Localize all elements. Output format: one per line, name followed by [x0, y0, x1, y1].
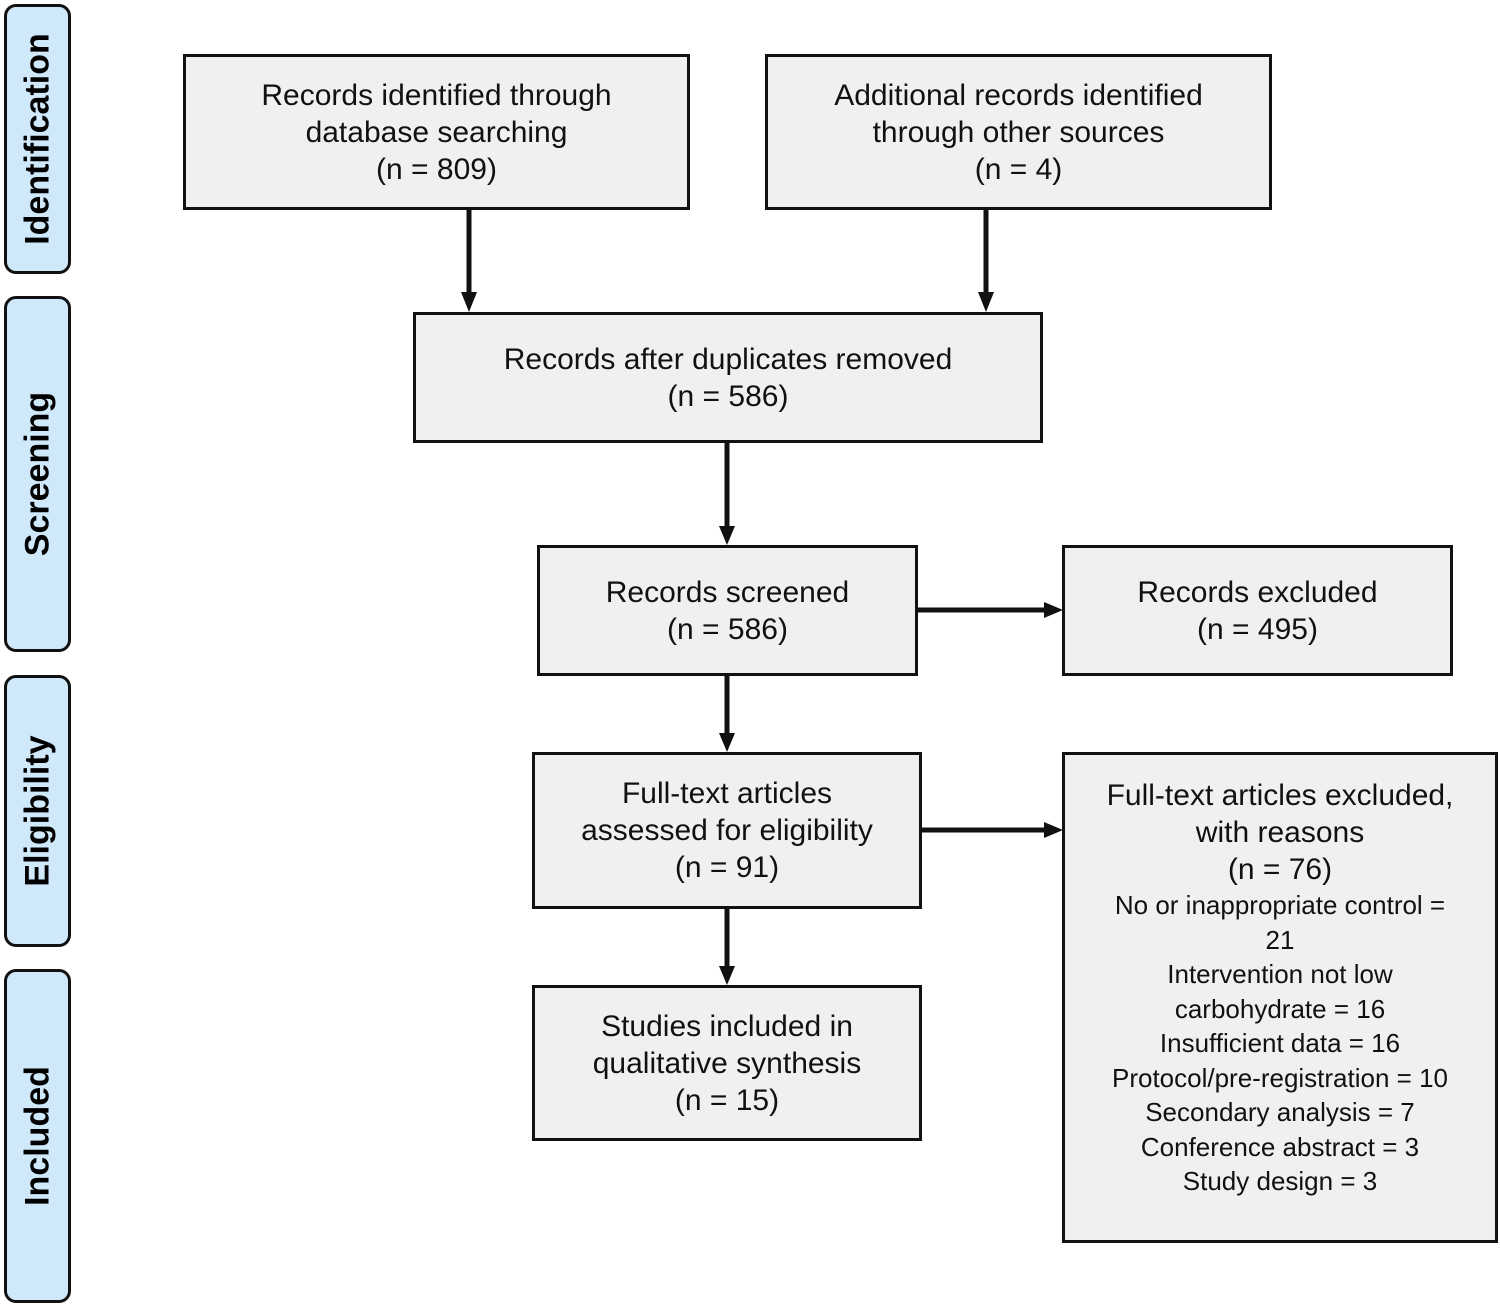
box-text-line: Records after duplicates removed [503, 342, 953, 376]
box-text-line: (n = 586) [667, 379, 789, 413]
exclusion-reason: 21 [1265, 924, 1295, 955]
phase-screening: Screening [4, 296, 71, 652]
box-text-line: (n = 76) [1227, 853, 1333, 886]
box-text-line: (n = 4) [974, 152, 1063, 186]
fulltext-excluded-box: Full-text articles excluded, with reason… [1062, 752, 1498, 1243]
box-text-line: assessed for eligibility [581, 814, 873, 847]
arrowhead [719, 733, 735, 752]
database-records-box: Records identified through database sear… [183, 54, 690, 210]
box-text-line: Records screened [605, 575, 850, 609]
box-text-line: Records identified through [261, 78, 612, 112]
box-text-line: Full-text articles excluded, [1106, 779, 1454, 812]
exclusion-reason: Protocol/pre-registration = 10 [1111, 1062, 1448, 1093]
arrowhead [461, 292, 477, 312]
other-sources-box: Additional records identified through ot… [765, 54, 1272, 210]
records-excluded-box: Records excluded (n = 495) [1062, 545, 1453, 676]
box-text-line: (n = 495) [1197, 612, 1318, 646]
records-screened-box: Records screened (n = 586) [537, 545, 918, 676]
arrowhead [978, 292, 994, 312]
arrowhead [719, 966, 735, 985]
box-text-line: qualitative synthesis [592, 1046, 862, 1080]
exclusion-reason: Intervention not low [1167, 959, 1393, 989]
exclusion-reason: Secondary analysis = 7 [1145, 1097, 1415, 1127]
exclusion-reason: Study design = 3 [1182, 1166, 1378, 1196]
arrowhead [1044, 602, 1063, 618]
phase-identification: Identification [4, 4, 71, 274]
box-text-line: through other sources [872, 115, 1165, 149]
box-text-line: Additional records identified [834, 78, 1203, 112]
exclusion-reason: No or inappropriate control = [1114, 890, 1446, 920]
box-text-line: Records excluded [1137, 575, 1378, 609]
exclusion-reason: Insufficient data = 16 [1159, 1028, 1401, 1058]
studies-included-box: Studies included in qualitative synthesi… [532, 985, 922, 1141]
arrowhead [1044, 822, 1063, 838]
exclusion-reason: Conference abstract = 3 [1140, 1131, 1420, 1162]
phase-eligibility: Eligibility [4, 675, 71, 947]
phase-included: Included [4, 969, 71, 1303]
box-text-line: (n = 809) [376, 152, 497, 186]
box-text-line: (n = 91) [674, 851, 780, 884]
box-text-line: (n = 586) [667, 612, 788, 646]
arrowhead [719, 526, 735, 545]
exclusion-reason: carbohydrate = 16 [1174, 993, 1386, 1024]
box-text-line: (n = 15) [674, 1083, 780, 1117]
box-text-line: Studies included in [601, 1009, 853, 1043]
after-duplicates-box: Records after duplicates removed (n = 58… [413, 312, 1043, 443]
box-text-line: with reasons [1195, 816, 1365, 849]
box-text-line: Full-text articles [621, 777, 833, 810]
fulltext-assessed-box: Full-text articles assessed for eligibil… [532, 752, 922, 909]
box-text-line: database searching [305, 115, 568, 149]
